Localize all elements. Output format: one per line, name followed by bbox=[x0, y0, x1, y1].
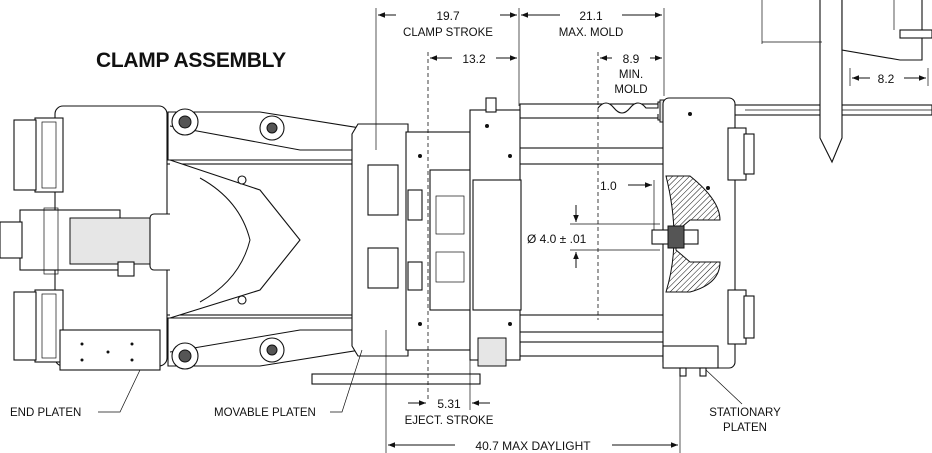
clamp-machine bbox=[0, 0, 932, 385]
min-mold-value: 8.9 bbox=[623, 52, 640, 66]
dimension-lines: 19.7 CLAMP STROKE 21.1 MAX. MOLD 13.2 8.… bbox=[375, 8, 926, 453]
max-mold-label: MAX. MOLD bbox=[559, 27, 624, 39]
eject-stroke-value: 5.31 bbox=[437, 397, 461, 411]
top-right-detail bbox=[761, 0, 932, 164]
min-mold-label-2: MOLD bbox=[614, 84, 647, 96]
toggle-linkage bbox=[167, 108, 383, 370]
stationary-platen bbox=[651, 97, 755, 377]
inner-stroke-value: 13.2 bbox=[462, 52, 486, 66]
ejector-rod bbox=[597, 99, 932, 123]
movable-platen-label: MOVABLE PLATEN bbox=[214, 407, 316, 419]
end-platen bbox=[0, 105, 251, 371]
stationary-platen-label-1: STATIONARY bbox=[709, 407, 781, 419]
clamp-stroke-value: 19.7 bbox=[436, 9, 460, 23]
stationary-platen-label-2: PLATEN bbox=[723, 422, 767, 434]
movable-platen bbox=[311, 97, 522, 385]
end-platen-label: END PLATEN bbox=[10, 407, 81, 419]
max-mold-value: 21.1 bbox=[579, 9, 603, 23]
min-mold-label-1: MIN. bbox=[619, 69, 643, 81]
clamp-stroke-label: CLAMP STROKE bbox=[403, 27, 493, 39]
diameter-value: Ø 4.0 ± .01 bbox=[527, 232, 587, 246]
page-title: CLAMP ASSEMBLY bbox=[96, 49, 286, 72]
offset-value: 1.0 bbox=[600, 179, 617, 193]
eject-stroke-label: EJECT. STROKE bbox=[405, 415, 494, 427]
callouts: END PLATEN MOVABLE PLATEN STATIONARY PLA… bbox=[10, 349, 781, 434]
top-right-value: 8.2 bbox=[878, 72, 895, 86]
max-daylight-value: 40.7 MAX DAYLIGHT bbox=[475, 439, 591, 453]
